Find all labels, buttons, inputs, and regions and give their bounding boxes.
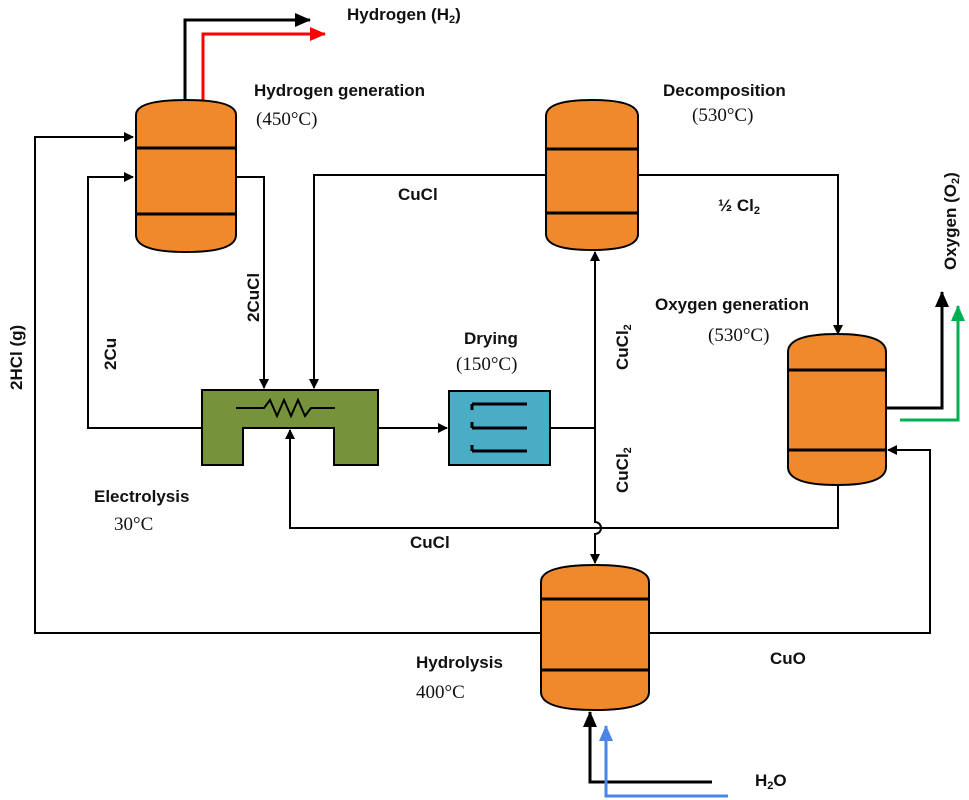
electrolysis-unit	[201, 389, 379, 466]
hydrogen-generation-temp: (450°C)	[256, 109, 318, 130]
decomposition-title: Decomposition	[663, 81, 786, 100]
cucl2-lower-label: CuCl2	[613, 447, 634, 493]
hydrogen-outlet-line	[183, 13, 311, 110]
hydrogen-product-label: Hydrogen (H2)	[347, 5, 461, 26]
drying-unit	[448, 390, 551, 466]
oxygen-generation-temp: (530°C)	[708, 325, 770, 346]
cuo-label: CuO	[770, 649, 806, 668]
cu-line	[87, 172, 202, 429]
two-cucl-line	[236, 176, 269, 389]
drying-tray-middle	[470, 422, 527, 430]
drying-title: Drying	[464, 329, 518, 348]
water-inlet-line	[583, 711, 712, 784]
hydrogen-generation-vessel	[135, 98, 237, 254]
hcl-line	[34, 132, 540, 634]
cucl2-down-line	[590, 428, 602, 564]
hydrolysis-title: Hydrolysis	[416, 653, 503, 672]
two-hcl-label: 2HCl (g)	[7, 324, 26, 390]
cl2-line	[638, 174, 843, 335]
oxygen-green-arrow	[900, 305, 965, 422]
cucl-top-label: CuCl	[398, 185, 438, 204]
oxygen-generation-vessel	[787, 332, 887, 487]
decomposition-temp: (530°C)	[692, 105, 754, 126]
oxygen-product-label: Oxygen (O2)	[941, 172, 962, 270]
hydrolysis-vessel	[540, 563, 650, 712]
cuo-line	[650, 445, 931, 634]
hydrogen-generation-title: Hydrogen generation	[254, 81, 425, 100]
water-label: H2O	[755, 771, 787, 792]
hydrogen-red-arrow	[201, 27, 326, 110]
cucl2-upper-label: CuCl2	[613, 324, 634, 370]
resistor-icon	[236, 397, 335, 419]
cucl-bottom-label: CuCl	[410, 533, 450, 552]
drying-temp: (150°C)	[456, 354, 518, 375]
decomposition-vessel	[545, 98, 639, 252]
two-cucl-label: 2CuCl	[244, 272, 263, 322]
drying-tray-top	[470, 402, 527, 410]
electrolysis-temp: 30°C	[114, 514, 154, 535]
oxygen-generation-title: Oxygen generation	[655, 295, 809, 314]
cucl-bottom-line	[285, 429, 839, 529]
two-cu-label: 2Cu	[101, 337, 120, 370]
cucl-top-line	[309, 174, 546, 389]
cl2-label: ½ Cl2	[718, 196, 761, 217]
oxygen-outlet-line	[886, 291, 949, 410]
water-blue-arrow	[599, 725, 728, 798]
drying-tray-bottom	[470, 445, 527, 453]
hydrolysis-temp: 400°C	[416, 682, 465, 703]
electrolysis-title: Electrolysis	[94, 487, 190, 506]
